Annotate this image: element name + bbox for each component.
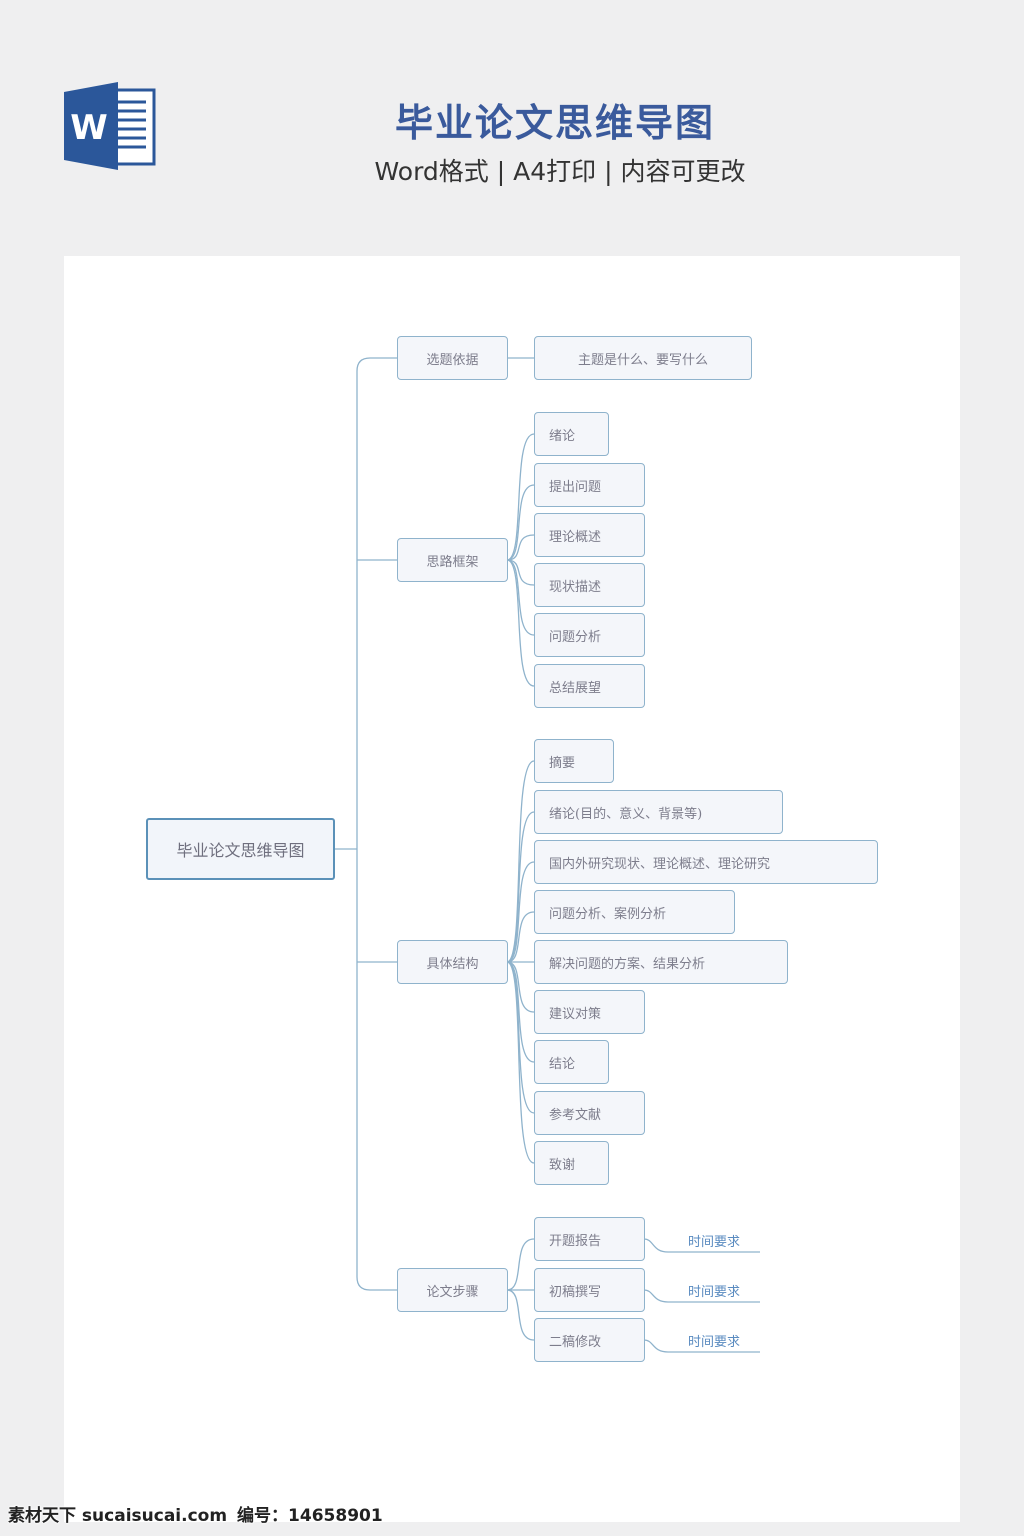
word-logo-letter: W	[70, 108, 108, 148]
watermark: 素材天下 sucaisucai.com 编号：14658901	[8, 1498, 393, 1528]
watermark-site: 素材天下 sucaisucai.com	[8, 1505, 228, 1526]
leaf-node: 摘要	[534, 739, 614, 783]
leaf-node: 总结展望	[534, 664, 645, 708]
document-page: 毕业论文思维导图 选题依据 思路框架 具体结构 论文步骤 主题是什么、要写什么 …	[64, 256, 960, 1522]
branch-node: 论文步骤	[397, 1268, 508, 1312]
time-note: 时间要求	[688, 1235, 741, 1250]
root-node: 毕业论文思维导图	[146, 818, 335, 880]
leaf-node: 主题是什么、要写什么	[534, 336, 752, 380]
leaf-node: 问题分析	[534, 613, 645, 657]
leaf-node: 问题分析、案例分析	[534, 890, 735, 934]
leaf-node: 二稿修改	[534, 1318, 645, 1362]
time-note: 时间要求	[688, 1335, 741, 1350]
leaf-node: 国内外研究现状、理论概述、理论研究	[534, 840, 878, 884]
branch-node: 思路框架	[397, 538, 508, 582]
word-logo-icon: W	[64, 82, 156, 170]
leaf-node: 初稿撰写	[534, 1268, 645, 1312]
page-subtitle: Word格式 | A4打印 | 内容可更改	[374, 157, 746, 186]
branch-node: 选题依据	[397, 336, 508, 380]
mindmap-connectors	[334, 357, 760, 1353]
leaf-node: 开题报告	[534, 1217, 645, 1261]
leaf-node: 理论概述	[534, 513, 645, 557]
leaf-node: 致谢	[534, 1141, 609, 1185]
leaf-node: 现状描述	[534, 563, 645, 607]
watermark-id: 编号：14658901	[237, 1505, 383, 1526]
leaf-node: 解决问题的方案、结果分析	[534, 940, 788, 984]
leaf-node: 绪论	[534, 412, 609, 456]
page-title: 毕业论文思维导图	[394, 101, 715, 145]
branch-node: 具体结构	[397, 940, 508, 984]
leaf-node: 绪论(目的、意义、背景等)	[534, 790, 783, 834]
leaf-node: 提出问题	[534, 463, 645, 507]
leaf-node: 结论	[534, 1040, 609, 1084]
leaf-node: 参考文献	[534, 1091, 645, 1135]
leaf-node: 建议对策	[534, 990, 645, 1034]
time-note: 时间要求	[688, 1285, 741, 1300]
